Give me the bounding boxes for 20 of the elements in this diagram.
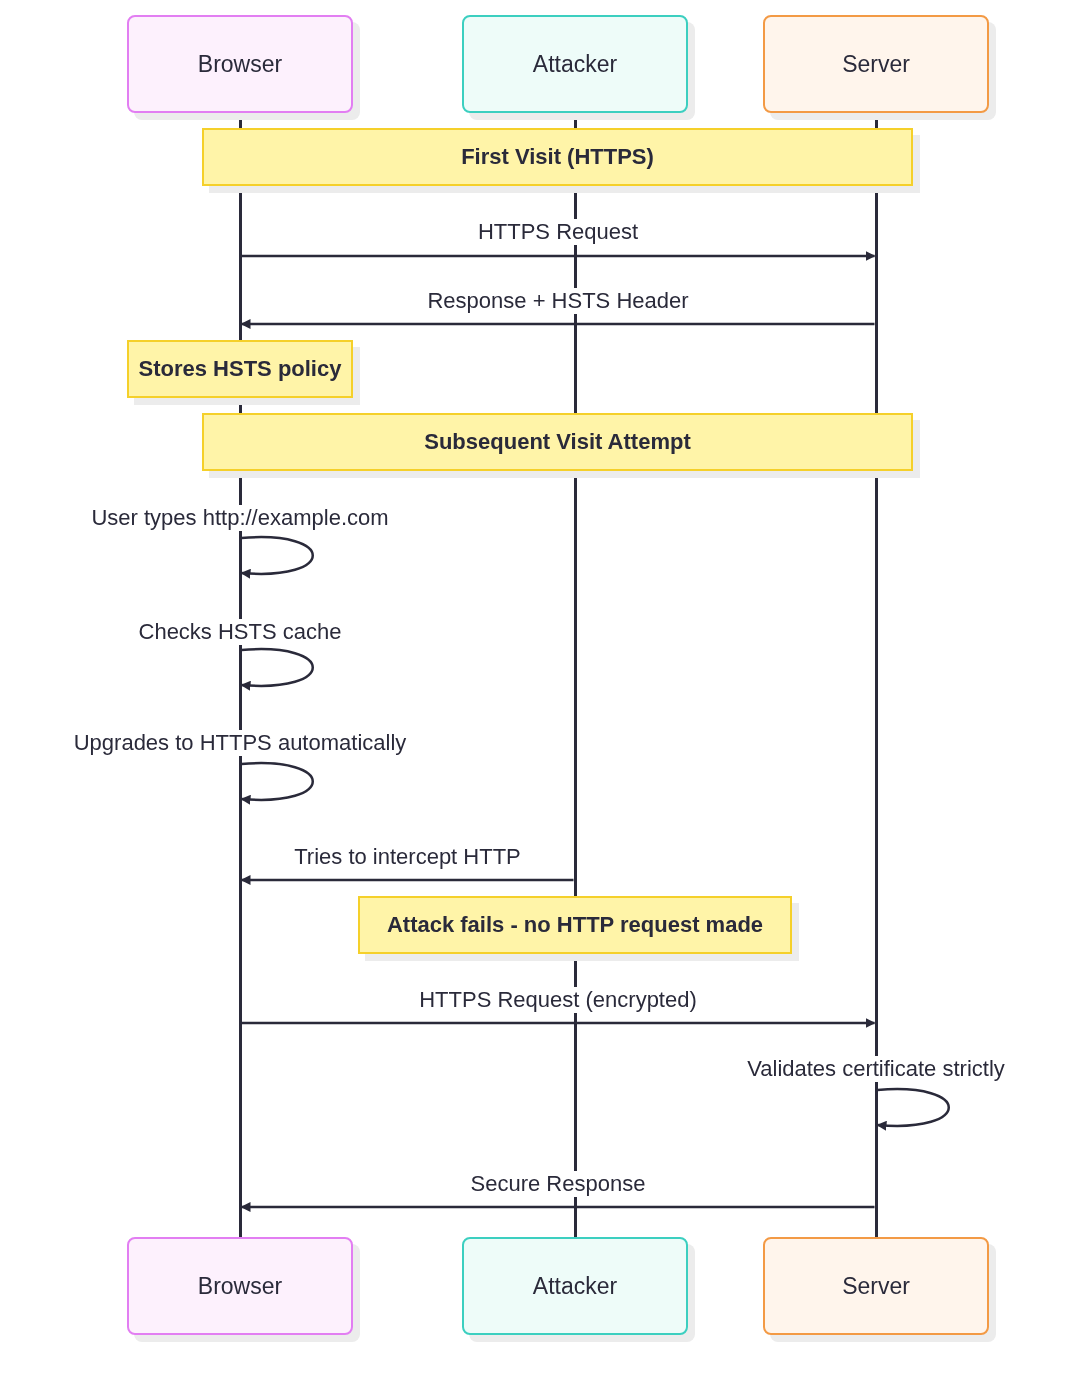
self-message-arrow bbox=[240, 647, 314, 691]
message-arrow bbox=[240, 1202, 875, 1212]
note-text: First Visit (HTTPS) bbox=[461, 144, 654, 170]
participant-name: Attacker bbox=[532, 1272, 618, 1300]
participant-name: Browser bbox=[197, 50, 283, 78]
participant-name: Server bbox=[842, 1272, 910, 1300]
message-arrow bbox=[241, 251, 876, 261]
note-text: Subsequent Visit Attempt bbox=[424, 429, 691, 455]
participant-name: Server bbox=[842, 50, 910, 78]
message-arrow bbox=[241, 1018, 876, 1028]
message-label: Validates certificate strictly bbox=[744, 1056, 1008, 1082]
self-message-arrow bbox=[876, 1087, 950, 1131]
message-arrow bbox=[240, 875, 574, 885]
note-text: Attack fails - no HTTP request made bbox=[386, 912, 764, 938]
self-message-arrow bbox=[240, 535, 314, 579]
participant-name: Attacker bbox=[532, 50, 618, 78]
note-text: Stores HSTS policy bbox=[138, 356, 342, 382]
participant-name: Browser bbox=[197, 1272, 283, 1300]
message-arrow bbox=[240, 319, 875, 329]
self-message-arrow bbox=[240, 761, 314, 805]
